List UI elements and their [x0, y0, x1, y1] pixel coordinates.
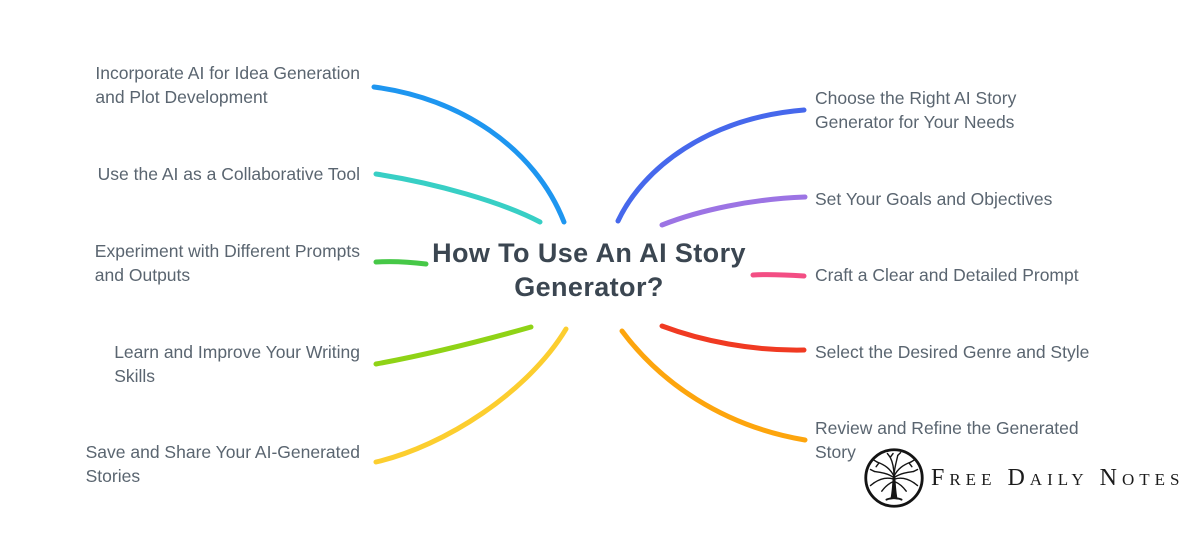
brand-name: Free Daily Notes	[931, 464, 1183, 491]
brand-logo: Free Daily Notes	[862, 446, 1183, 510]
branch-label-experiment-prompts: Experiment with Different Prompts and Ou…	[94, 241, 360, 285]
branch-curve-right-3	[750, 272, 807, 279]
branch-label-collaborative-tool: Use the AI as a Collaborative Tool	[97, 164, 360, 184]
branch-curve-right-5	[619, 328, 808, 443]
branch-label-select-genre: Select the Desired Genre and Style	[815, 342, 1090, 362]
tree-in-circle-icon	[864, 448, 924, 508]
branch-curve-right-2	[659, 194, 808, 228]
branch-curve-right-4	[659, 323, 807, 353]
branch-label-set-goals: Set Your Goals and Objectives	[815, 189, 1053, 209]
branch-label-save-share: Save and Share Your AI-Generated Stories	[85, 442, 360, 486]
branch-curve-left-1	[371, 84, 567, 225]
branch-curve-left-3	[373, 259, 429, 267]
branch-curve-left-4	[373, 324, 534, 367]
branch-curve-right-1	[615, 107, 807, 224]
central-topic: How To Use An AI Story Generator?	[432, 238, 746, 302]
branch-curve-left-2	[373, 171, 543, 225]
branch-label-choose-generator: Choose the Right AI Story Generator for …	[815, 88, 1017, 132]
branch-curve-left-5	[373, 326, 569, 465]
branch-label-incorporate-ai: Incorporate AI for Idea Generation and P…	[95, 63, 360, 107]
branch-label-craft-prompt: Craft a Clear and Detailed Prompt	[815, 265, 1079, 285]
branch-label-improve-skills: Learn and Improve Your Writing Skills	[114, 342, 360, 386]
branch-label-review-refine: Review and Refine the Generated Story	[815, 418, 1079, 462]
